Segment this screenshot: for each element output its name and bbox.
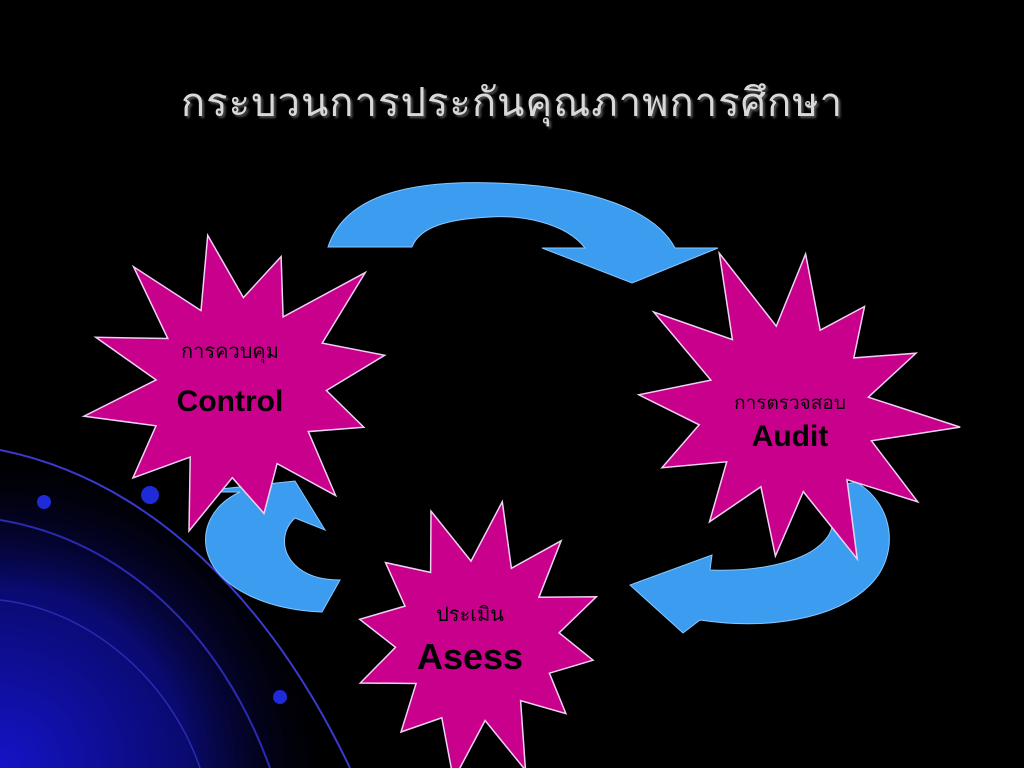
arrow-assess-to-control <box>192 480 341 613</box>
assess-english-label: Asess <box>416 636 524 677</box>
corner-dot <box>273 690 287 704</box>
audit-english-label: Audit <box>751 420 829 453</box>
audit-thai-label: การตรวจสอบ <box>734 392 846 414</box>
assess-label-group: ประเมิน Asess <box>375 598 565 678</box>
audit-label-group: การตรวจสอบ Audit <box>695 388 885 454</box>
starburst-shape <box>358 499 599 768</box>
corner-decoration <box>0 440 351 768</box>
arrow-audit-to-assess <box>629 481 890 634</box>
corner-dot <box>141 486 159 504</box>
starburst-assess <box>358 499 599 768</box>
assess-thai-label: ประเมิน <box>436 602 504 626</box>
control-thai-label: การควบคุม <box>181 339 279 363</box>
arrow-control-to-audit <box>327 182 719 284</box>
corner-dot <box>37 495 51 509</box>
starburst-audit <box>636 250 961 562</box>
slide-title: กระบวนการประกันคุณภาพการศึกษา <box>180 80 844 126</box>
starburst-shape <box>636 250 961 562</box>
starburst-control <box>81 232 387 534</box>
control-english-label: Control <box>176 385 284 418</box>
control-label-group: การควบคุม Control <box>135 335 325 419</box>
starburst-shape <box>81 232 387 534</box>
